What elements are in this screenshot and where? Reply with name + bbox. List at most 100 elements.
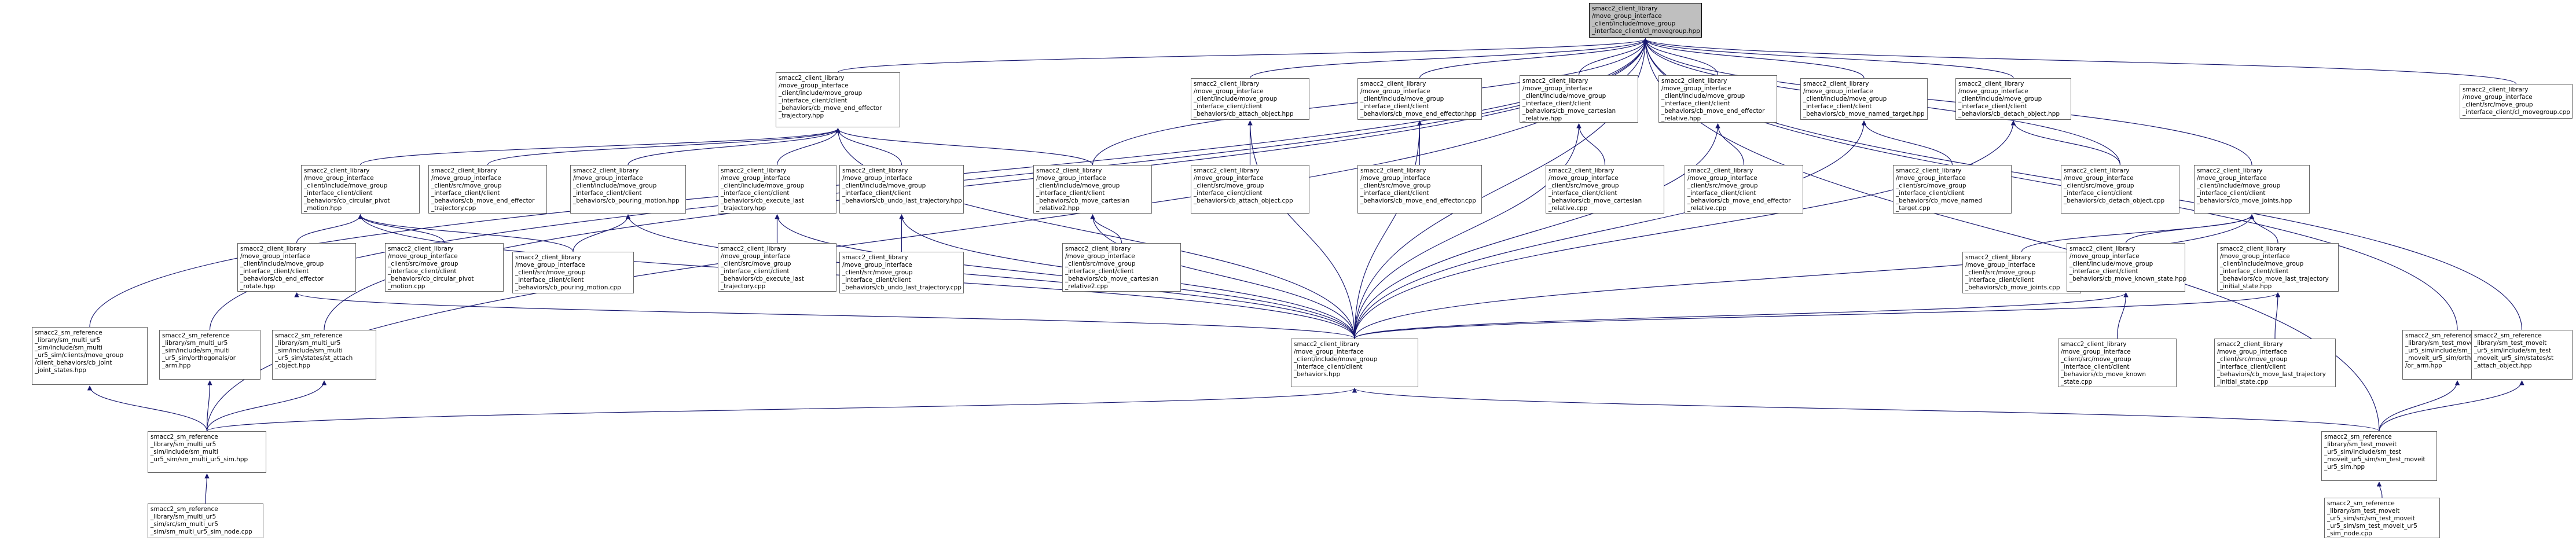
node-label-line: _behaviors/cb_execute_last — [721, 275, 804, 282]
node-label-line: _arm.hpp — [162, 362, 191, 369]
node-label-line: _behaviors/cb_pouring_motion.hpp — [573, 197, 680, 204]
node-label-line: _sim/include/sm_multi — [162, 347, 230, 354]
node-label-line: /move_group_interface — [779, 82, 849, 89]
node-label-line: smacc2_client_library — [1065, 245, 1131, 252]
node-sm-multi-ur5-sim-node-cpp[interactable]: smacc2_sm_reference_library/sm_multi_ur5… — [148, 503, 263, 538]
dependency-edge — [2379, 380, 2524, 432]
node-label-line: smacc2_client_library — [1360, 167, 1426, 174]
node-cb-move-joints-cpp[interactable]: smacc2_client_library/move_group_interfa… — [1962, 252, 2081, 293]
node-label-line: _client/include/move_group — [721, 182, 805, 189]
node-cb-move-cartesian-relative2-hpp[interactable]: smacc2_client_library/move_group_interfa… — [1033, 165, 1152, 214]
node-label-line: _behaviors/cb_move_named_target.hpp — [1803, 111, 1925, 117]
node-cb-move-known-state-hpp[interactable]: smacc2_client_library/move_group_interfa… — [2067, 243, 2186, 292]
node-cb-move-cartesian-relative-hpp[interactable]: smacc2_client_library/move_group_interfa… — [1520, 75, 1638, 123]
node-label-line: smacc2_sm_reference — [275, 332, 343, 339]
node-label-line: _interface_client/client — [1294, 363, 1363, 370]
dependency-edge — [1249, 38, 1648, 79]
node-cl-movegroup-cpp[interactable]: smacc2_client_library/move_group_interfa… — [2460, 84, 2573, 119]
node-label-line: smacc2_client_library — [2217, 341, 2283, 348]
node-label-line: _behaviors/cb_move_joints.cpp — [1965, 284, 2060, 291]
node-cb-move-joints-hpp[interactable]: smacc2_client_library/move_group_interfa… — [2194, 165, 2310, 214]
node-label-line: _interface_client/client — [1548, 190, 1617, 197]
node-cb-move-last-trajectory-initial-state-hpp[interactable]: smacc2_client_library/move_group_interfa… — [2217, 243, 2339, 292]
node-label-line: _interface_client/client — [2061, 363, 2130, 370]
node-label-line: _client/src/move_group — [388, 260, 458, 267]
node-label-line: smacc2_client_library — [1194, 80, 1260, 87]
node-sm-multi-ur5-cb-joint-states-hpp[interactable]: smacc2_sm_reference_library/sm_multi_ur5… — [32, 327, 148, 385]
dependency-edge — [1578, 38, 1648, 76]
node-label-line: _joint_states.hpp — [35, 367, 86, 374]
node-label-line: /move_group_interface — [431, 175, 501, 182]
node-label-line: _trajectory.hpp — [721, 205, 766, 212]
node-cb-detach-object-cpp[interactable]: smacc2_client_library/move_group_interfa… — [2061, 165, 2179, 214]
node-sm-test-moveit-ur5-sim-node-cpp[interactable]: smacc2_sm_reference_library/sm_test_move… — [2324, 498, 2440, 538]
node-label-line: _client/include/move_group — [1803, 95, 1887, 102]
node-cb-move-cartesian-relative2-cpp[interactable]: smacc2_client_library/move_group_interfa… — [1062, 243, 1181, 292]
node-cb-execute-last-trajectory-hpp[interactable]: smacc2_client_library/move_group_interfa… — [718, 165, 836, 214]
node-label-line: smacc2_client_library — [1958, 80, 2024, 87]
node-label-line: _interface_client/client — [240, 268, 309, 275]
node-cb-end-effector-rotate-hpp[interactable]: smacc2_client_library/move_group_interfa… — [237, 243, 356, 292]
node-label-line: smacc2_client_library — [1965, 254, 2031, 261]
node-cb-move-end-effector-trajectory-cpp[interactable]: smacc2_client_library/move_group_interfa… — [428, 165, 547, 214]
node-label-line: _sim/include/sm_multi — [275, 347, 343, 354]
node-cb-move-end-effector-cpp[interactable]: smacc2_client_library/move_group_interfa… — [1357, 165, 1482, 214]
node-sm-test-moveit-ur5-sim-hpp[interactable]: smacc2_sm_reference_library/sm_test_move… — [2321, 431, 2437, 481]
node-label-line: smacc2_client_library — [1294, 341, 1360, 348]
dependency-edge — [1643, 38, 1865, 79]
node-client-behaviors-hpp[interactable]: smacc2_client_library/move_group_interfa… — [1291, 339, 1418, 387]
node-label-line: _client/include/move_group — [1661, 93, 1745, 100]
node-cb-undo-last-trajectory-hpp[interactable]: smacc2_client_library/move_group_interfa… — [839, 165, 964, 214]
node-label-line: /move_group_interface — [2197, 175, 2267, 182]
node-cb-move-end-effector-trajectory-hpp[interactable]: smacc2_client_library/move_group_interfa… — [776, 72, 900, 127]
node-cb-attach-object-cpp[interactable]: smacc2_client_library/move_group_interfa… — [1191, 165, 1309, 214]
node-cb-circular-pivot-motion-cpp[interactable]: smacc2_client_library/move_group_interfa… — [385, 243, 504, 292]
node-label-line: /move_group_interface — [1687, 175, 1757, 182]
node-label-line: _client/src/move_group — [2217, 356, 2288, 363]
node-label-line: _client/src/move_group — [2463, 101, 2533, 108]
node-cb-move-named-target-hpp[interactable]: smacc2_client_library/move_group_interfa… — [1800, 78, 1928, 120]
node-cb-attach-object-hpp[interactable]: smacc2_client_library/move_group_interfa… — [1191, 78, 1309, 120]
node-cb-move-last-trajectory-initial-state-cpp[interactable]: smacc2_client_library/move_group_interfa… — [2214, 339, 2336, 387]
node-label-line: _relative.cpp — [1687, 205, 1727, 212]
node-label-line: _client/include/move_group — [240, 260, 324, 267]
node-cb-pouring-motion-cpp[interactable]: smacc2_client_library/move_group_interfa… — [512, 252, 634, 293]
node-cb-execute-last-trajectory-cpp[interactable]: smacc2_client_library/move_group_interfa… — [718, 243, 836, 292]
node-label-line: smacc2_sm_reference — [151, 506, 218, 513]
node-label-line: _library/sm_multi_ur5 — [162, 340, 228, 347]
node-cb-undo-last-trajectory-cpp[interactable]: smacc2_client_library/move_group_interfa… — [839, 252, 964, 293]
node-cb-move-end-effector-relative-cpp[interactable]: smacc2_client_library/move_group_interfa… — [1685, 165, 1803, 214]
node-cb-circular-pivot-motion-hpp[interactable]: smacc2_client_library/move_group_interfa… — [301, 165, 420, 214]
node-sm-multi-ur5-or-arm-hpp[interactable]: smacc2_sm_reference_library/sm_multi_ur5… — [159, 330, 260, 380]
node-label-line: _client/src/move_group — [1360, 182, 1431, 189]
node-sm-multi-ur5-sim-hpp[interactable]: smacc2_sm_reference_library/sm_multi_ur5… — [148, 431, 266, 473]
dependency-edge — [1090, 214, 1355, 339]
node-cb-detach-object-hpp[interactable]: smacc2_client_library/move_group_interfa… — [1955, 78, 2071, 120]
node-sm-test-moveit-st-attach-object-hpp[interactable]: smacc2_sm_reference_library/sm_test_move… — [2471, 330, 2573, 380]
node-cb-move-known-state-cpp[interactable]: smacc2_client_library/move_group_interfa… — [2058, 339, 2177, 387]
node-cb-move-end-effector-relative-hpp[interactable]: smacc2_client_library/move_group_interfa… — [1658, 75, 1777, 123]
node-label-line: _trajectory.cpp — [431, 205, 476, 212]
node-label-line: smacc2_client_library — [721, 167, 787, 174]
node-label-line: _interface_client/client — [779, 97, 847, 104]
dependency-edge — [1354, 292, 2129, 339]
node-label-line: _ur5_sim/sm_test_moveit_ur5 — [2327, 523, 2417, 530]
node-cb-pouring-motion-hpp[interactable]: smacc2_client_library/move_group_interfa… — [570, 165, 686, 214]
dependency-edge — [1354, 120, 1422, 339]
node-label-line: smacc2_client_library — [842, 254, 908, 261]
dependency-edge — [573, 214, 631, 252]
node-sm-multi-ur5-st-attach-object-hpp[interactable]: smacc2_sm_reference_library/sm_multi_ur5… — [272, 330, 376, 380]
node-label-line: _library/sm_multi_ur5 — [35, 337, 101, 344]
node-label-line: _client/include/move_group — [2197, 182, 2281, 189]
node-label-line: _library/sm_multi_ur5 — [151, 513, 216, 520]
node-cb-move-end-effector-hpp[interactable]: smacc2_client_library/move_group_interfa… — [1357, 78, 1482, 120]
node-label-line: smacc2_client_library — [1896, 167, 1962, 174]
node-label-line: _object.hpp — [275, 362, 310, 369]
node-cb-move-cartesian-relative-cpp[interactable]: smacc2_client_library/move_group_interfa… — [1546, 165, 1664, 214]
dependency-edge — [1419, 38, 1648, 79]
node-cb-move-named-target-cpp[interactable]: smacc2_client_library/move_group_interfa… — [1893, 165, 2012, 214]
node-label-line: _behaviors/cb_move_last_trajectory — [2217, 371, 2326, 378]
dependency-edge — [294, 292, 1355, 339]
node-label-line: smacc2_sm_reference — [2324, 433, 2392, 440]
dependency-edge — [1354, 120, 1867, 339]
